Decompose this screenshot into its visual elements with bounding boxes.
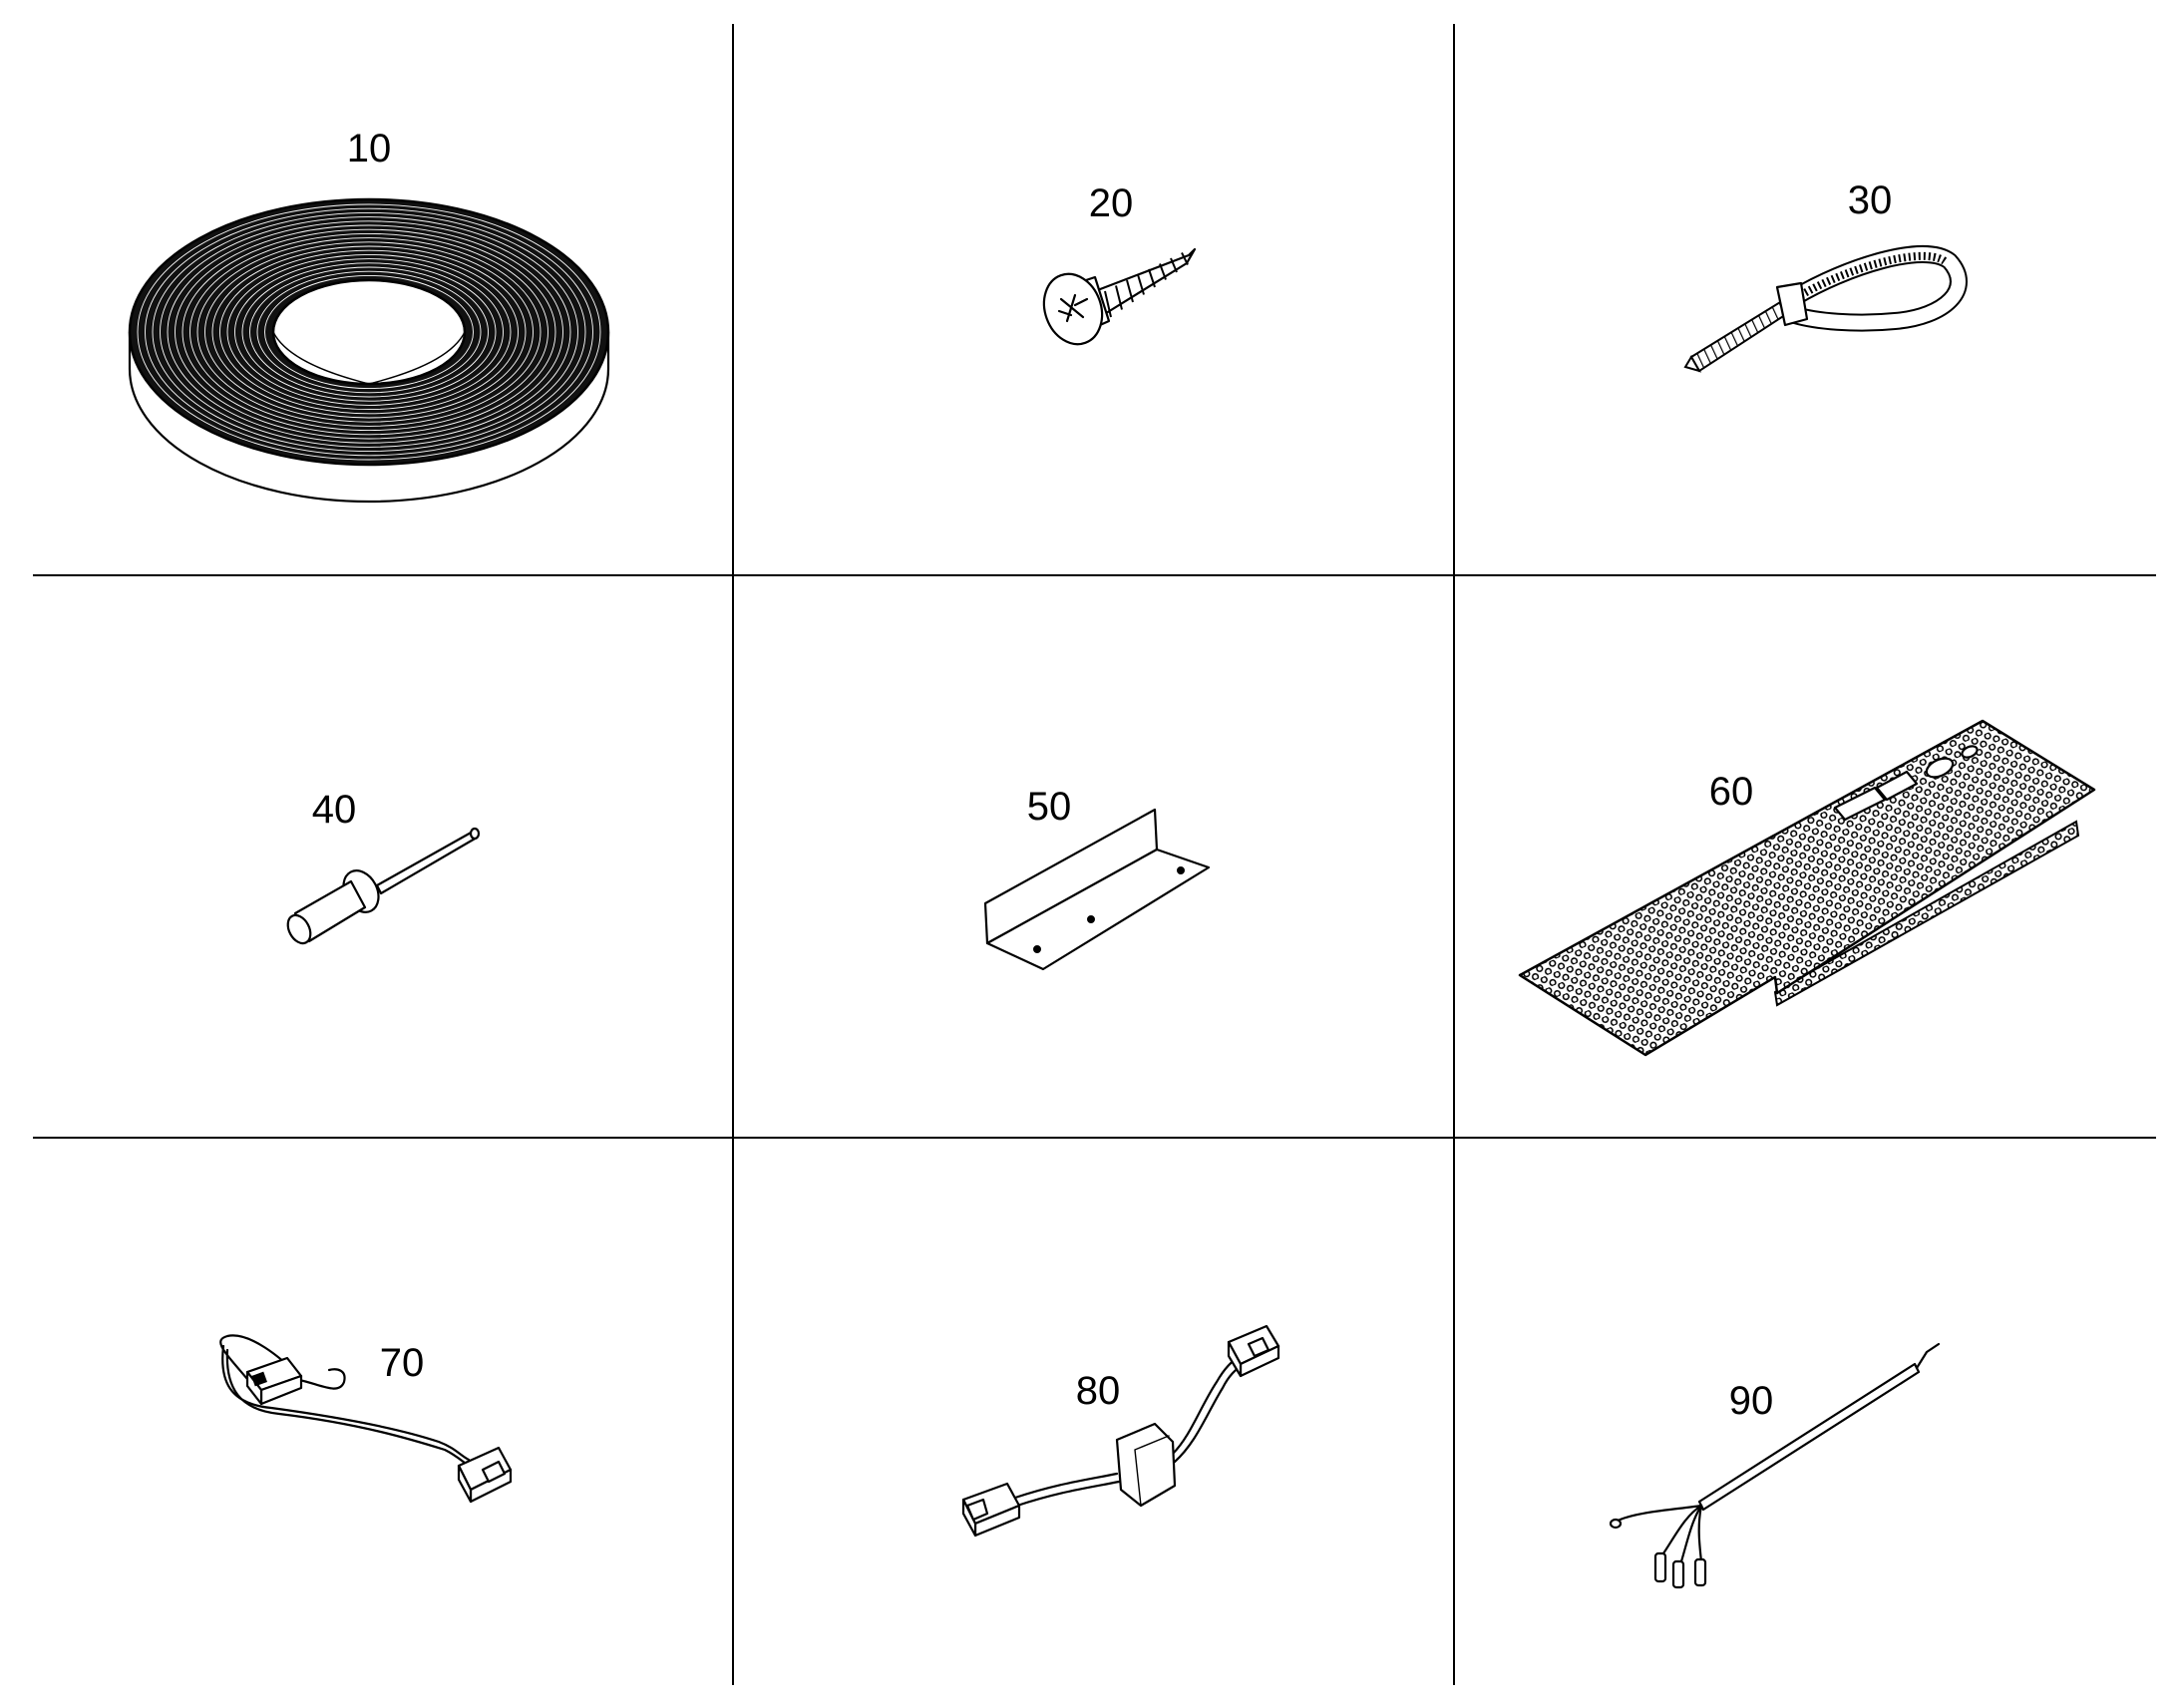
part-20-label: 20: [1089, 181, 1134, 225]
part-20-cell: 20: [1042, 181, 1197, 346]
part-70-label: 70: [380, 1341, 425, 1385]
part-40-cell: 40: [286, 788, 481, 945]
wire-harness-connector-icon: [219, 1334, 513, 1504]
rivet-icon: [286, 827, 481, 945]
grid: [33, 24, 2156, 1685]
part-70-cell: 70: [219, 1334, 513, 1504]
screw-icon: [1042, 247, 1197, 346]
part-50-label: 50: [1027, 785, 1072, 829]
part-90-label: 90: [1729, 1379, 1774, 1423]
part-30-label: 30: [1848, 178, 1893, 222]
part-80-cell: 80: [961, 1324, 1280, 1537]
part-90-cell: 90: [1609, 1342, 1941, 1589]
part-30-cell: 30: [1683, 178, 1968, 373]
part-10-label: 10: [347, 127, 392, 171]
tape-roll-icon: [128, 197, 610, 504]
part-40-label: 40: [312, 788, 357, 832]
part-80-label: 80: [1076, 1369, 1121, 1413]
perforated-panel-icon: [1518, 719, 2096, 1057]
part-50-cell: 50: [983, 785, 1211, 971]
sensor-lead-icon: [1609, 1342, 1941, 1589]
part-60-label: 60: [1709, 770, 1754, 814]
wire-harness-ferrite-icon: [961, 1324, 1280, 1537]
part-60-cell: 60: [1518, 719, 2096, 1057]
cable-tie-icon: [1683, 245, 1968, 373]
part-10-cell: 10: [128, 127, 610, 504]
angle-bracket-icon: [983, 808, 1211, 971]
